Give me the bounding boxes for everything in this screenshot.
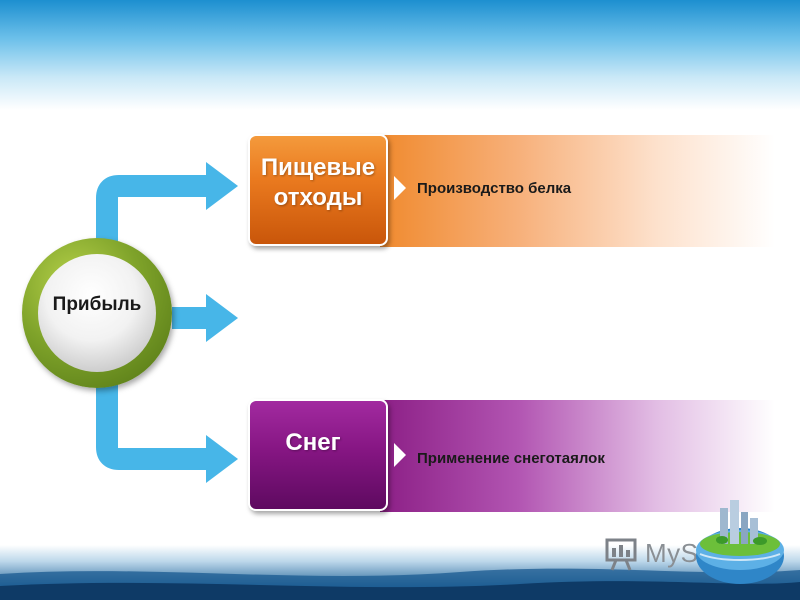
branch-band-snow — [380, 400, 775, 512]
arrow-top-stem — [96, 175, 212, 250]
tile-food-waste: Пищевые отходы — [248, 134, 388, 246]
globe-city-icon — [696, 500, 784, 584]
tile-snow: Снег — [248, 399, 388, 511]
description-protein-production: Производство белка — [417, 180, 572, 197]
header-gradient — [0, 0, 800, 110]
tile-snow-label: Снег — [285, 429, 341, 456]
hub-label: Прибыль — [52, 294, 142, 315]
hub-circle: Прибыль — [38, 254, 156, 372]
arrow-bottom-stem — [96, 380, 212, 470]
arrow-top-head — [206, 162, 238, 210]
arrow-middle-head — [206, 294, 238, 342]
chevron-right-icon — [394, 443, 406, 467]
arrow-bottom-head — [206, 435, 238, 483]
chevron-right-icon — [394, 176, 406, 200]
tile-food-waste-label: Пищевые отходы — [260, 154, 376, 211]
description-snow-melters: Применение снеготаялок — [417, 450, 605, 467]
presentation-board-icon — [605, 538, 637, 571]
footer-wave — [0, 568, 800, 600]
branch-band-food-waste — [380, 135, 775, 247]
